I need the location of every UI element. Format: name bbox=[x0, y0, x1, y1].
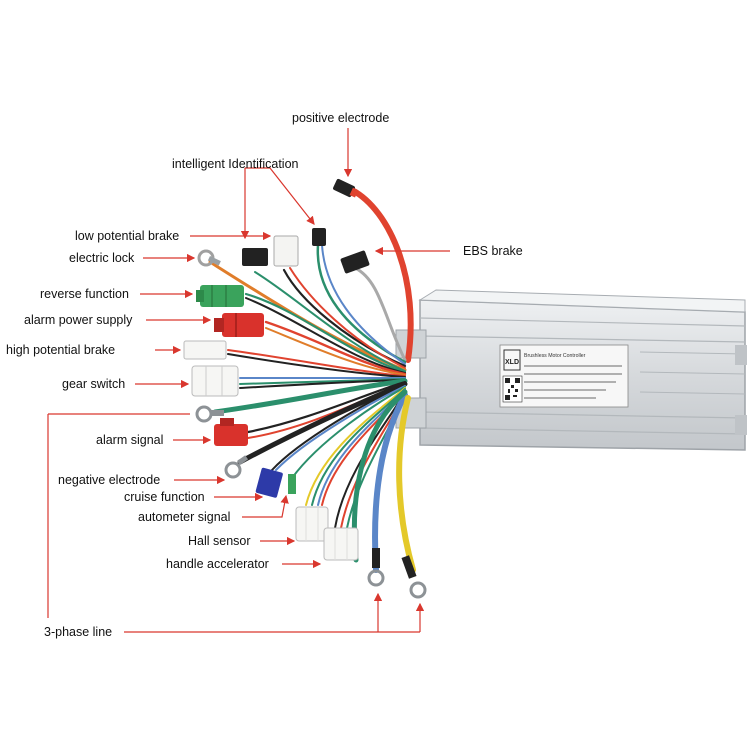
hall-sensor-connector bbox=[295, 506, 329, 542]
cruise-function-connector bbox=[255, 467, 283, 498]
label-handle-accelerator: handle accelerator bbox=[166, 557, 269, 571]
label-intelligent-identification: intelligent Identification bbox=[172, 157, 299, 171]
label-alarm-signal: alarm signal bbox=[96, 433, 164, 447]
label-ebs-brake: EBS brake bbox=[463, 244, 523, 258]
intelligent-identification-plug bbox=[312, 228, 326, 246]
ebs-brake-plug bbox=[340, 250, 370, 274]
wire-bundle bbox=[208, 187, 416, 573]
label-electric-lock: electric lock bbox=[69, 251, 135, 265]
gear-switch-connector bbox=[191, 365, 239, 397]
electric-lock-ring-terminal bbox=[197, 249, 221, 267]
label-hall-sensor: Hall sensor bbox=[188, 534, 251, 548]
qr-code bbox=[502, 375, 523, 403]
pointer-lines bbox=[47, 128, 450, 633]
low-potential-brake-plug bbox=[242, 248, 268, 266]
positive-electrode-plug bbox=[333, 178, 359, 198]
plate-logo: XLD bbox=[505, 359, 519, 366]
label-positive-electrode: positive electrode bbox=[292, 111, 390, 125]
label-low-potential-brake: low potential brake bbox=[75, 229, 180, 243]
plate-title: Brushless Motor Controller bbox=[524, 353, 586, 359]
connectors bbox=[183, 178, 427, 599]
handle-accelerator-connector bbox=[323, 527, 359, 561]
reverse-function-connector bbox=[196, 285, 244, 307]
nameplate: XLD Brushless Motor Controller bbox=[499, 344, 629, 408]
alarm-power-supply-connector bbox=[214, 313, 264, 337]
label-3-phase-line: 3-phase line bbox=[44, 625, 113, 639]
label-alarm-power-supply: alarm power supply bbox=[24, 313, 133, 327]
label-autometer-signal: autometer signal bbox=[138, 510, 231, 524]
pointer-autometer-signal bbox=[242, 494, 289, 518]
autometer-signal-plug bbox=[288, 474, 296, 494]
phase-terminal-yellow bbox=[401, 555, 427, 599]
label-high-potential-brake: high potential brake bbox=[6, 343, 116, 357]
alarm-signal-connector bbox=[214, 418, 248, 446]
label-cruise-function: cruise function bbox=[124, 490, 205, 504]
low-potential-brake-socket bbox=[273, 235, 299, 267]
pointer-intelligent-identification-b bbox=[245, 167, 315, 225]
label-negative-electrode: negative electrode bbox=[58, 473, 161, 487]
negative-electrode-ring-terminal bbox=[224, 455, 249, 479]
label-reverse-function: reverse function bbox=[40, 287, 129, 301]
label-gear-switch: gear switch bbox=[62, 377, 126, 391]
high-potential-brake-connector bbox=[183, 340, 227, 360]
phase-terminal-blue bbox=[367, 548, 385, 587]
ground-ring-terminal bbox=[195, 405, 224, 423]
